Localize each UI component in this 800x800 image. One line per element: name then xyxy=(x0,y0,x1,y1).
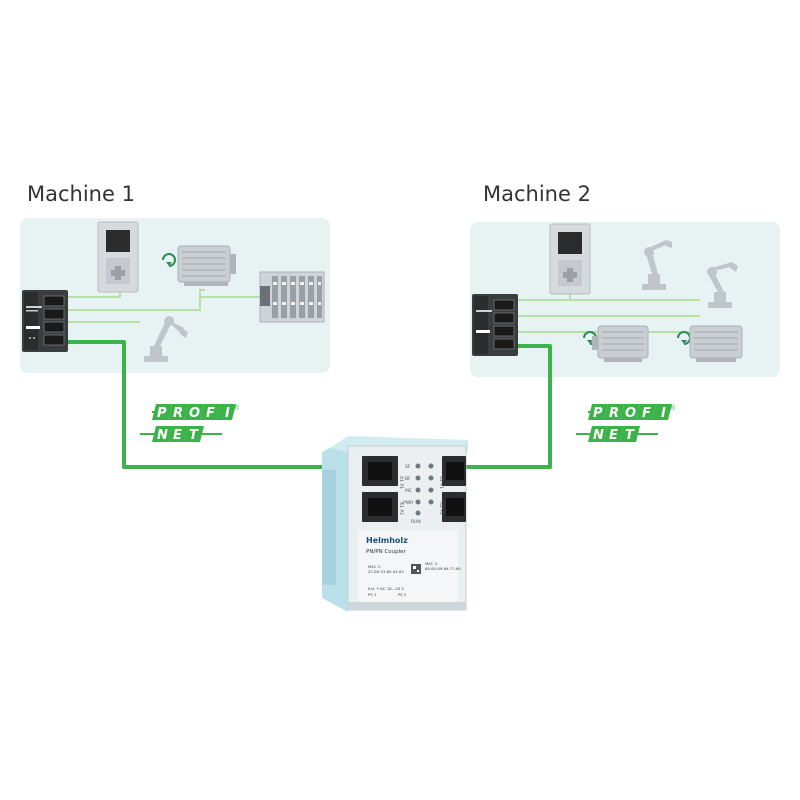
pn-logo-letter: R xyxy=(173,406,183,421)
pn-logo-letter: E xyxy=(609,428,618,443)
pn-logo-letter: N xyxy=(593,428,604,443)
machine-2-title: Machine 2 xyxy=(483,182,591,206)
pn-logo-letter: O xyxy=(625,406,636,421)
port-x1p2-label: X1 P2 xyxy=(398,502,404,515)
port-x2p1-label: X2 P1 xyxy=(438,476,444,489)
ps1-label: PS 1 xyxy=(368,592,377,597)
machine-1-switch xyxy=(22,290,68,352)
pn-logo-letter: F xyxy=(206,406,215,421)
power-label: Ext. Y DC 18...28 V xyxy=(368,586,404,591)
port-x2p2-label: X2 P2 xyxy=(438,502,444,515)
coupler-product: PN/PN Coupler xyxy=(366,549,407,555)
machine-1-plc xyxy=(97,221,139,293)
machine-2-plc xyxy=(549,223,591,295)
pn-logo-letter: P xyxy=(593,406,603,421)
mac1-value: 22-89-33-80-44-63 xyxy=(368,569,404,574)
pn-logo-letter: R xyxy=(609,406,619,421)
pn-logo-letter: T xyxy=(625,428,635,443)
pn-logo-letter: F xyxy=(642,406,651,421)
machine-2-robot-1 xyxy=(642,240,672,290)
pn-pn-coupler: SF BF MC PWR RUN X1 P1 X1 P2 X2 P1 X2 P2… xyxy=(322,436,468,612)
pn-logo-letter: I xyxy=(225,406,230,421)
led-pwr-label: PWR xyxy=(403,500,413,506)
machine-1-motor xyxy=(162,245,236,286)
machine-1-io-modules xyxy=(259,271,325,323)
pn-logo-letter: E xyxy=(173,428,182,443)
machine-1-title: Machine 1 xyxy=(27,182,135,206)
machine-2-motor-1 xyxy=(583,325,649,362)
led-sf-label: SF xyxy=(405,464,411,470)
pn-logo-letter: P xyxy=(157,406,167,421)
port-x1p1-label: X1 P1 xyxy=(398,476,404,489)
pn-logo-letter: T xyxy=(189,428,199,443)
pn-logo-letter: O xyxy=(189,406,200,421)
led-mc-label: MC xyxy=(405,488,412,494)
machine-1-network-lines xyxy=(68,289,260,323)
pn-logo-reg: ® xyxy=(234,404,240,412)
machine-2-robot-2 xyxy=(707,262,738,308)
pn-logo-letter: I xyxy=(661,406,666,421)
machine-2-motor-2 xyxy=(677,325,743,362)
led-bf-label: BF xyxy=(405,476,411,482)
profinet-logo-right: P R O F I N E T ® xyxy=(576,404,676,443)
mac2-label: MAC 2: xyxy=(425,561,438,566)
profinet-logo-left: P R O F I N E T ® xyxy=(140,404,240,443)
machine-1-robot xyxy=(144,316,188,362)
machine-2-switch xyxy=(472,294,518,356)
mac1-label: MAC 1: xyxy=(368,564,381,569)
profinet-link-lines xyxy=(68,340,552,469)
led-run-label: RUN xyxy=(411,519,421,525)
coupler-brand: Helmholz xyxy=(366,536,408,545)
mac2-value: 69-80-89-69-77-60 xyxy=(425,566,461,571)
ps2-label: PS 2 xyxy=(398,592,407,597)
pn-logo-reg: ® xyxy=(670,404,676,412)
pn-logo-letter: N xyxy=(157,428,168,443)
